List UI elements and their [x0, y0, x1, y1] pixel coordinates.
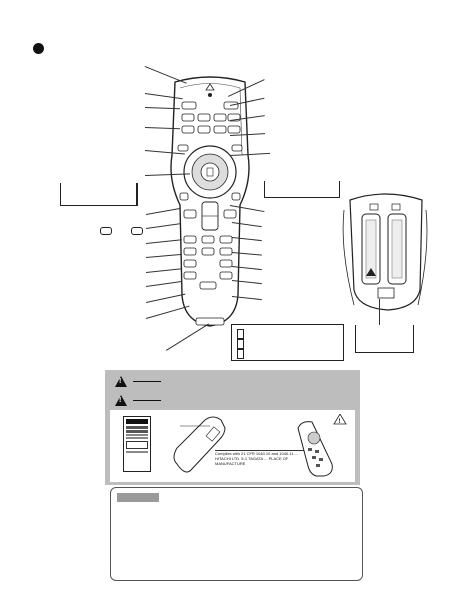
- small-button-icon: [100, 227, 112, 235]
- product-label-sticker: [123, 416, 151, 472]
- battery-callout-box: [355, 325, 414, 353]
- legend-icon: [237, 339, 244, 349]
- remote-front-small-illustration: !: [297, 414, 347, 477]
- remote-back-illustration: [173, 416, 226, 473]
- small-button-icon: [131, 227, 143, 235]
- svg-text:!: !: [339, 419, 341, 425]
- right-callout-box: [264, 181, 340, 198]
- warning-rule: [133, 400, 161, 401]
- compliance-text: Complies with 21 CFR 1040.10 and 1040.11…: [215, 450, 305, 466]
- warning-rule: [133, 381, 161, 382]
- legend-box: [231, 324, 344, 361]
- warning-triangle-icon: [115, 395, 127, 406]
- label-illustration-area: Complies with 21 CFR 1040.10 and 1040.11…: [110, 410, 355, 482]
- warning-panel: Complies with 21 CFR 1040.10 and 1040.11…: [105, 370, 360, 485]
- battery-compartment-illustration: [342, 193, 428, 311]
- legend-icon: [237, 329, 244, 339]
- note-panel: [110, 487, 363, 581]
- left-callout-box: [60, 183, 138, 206]
- warning-triangle-icon: [115, 376, 127, 387]
- bullet-icon: [33, 43, 44, 54]
- legend-icon: [237, 349, 244, 359]
- note-label: [117, 493, 159, 502]
